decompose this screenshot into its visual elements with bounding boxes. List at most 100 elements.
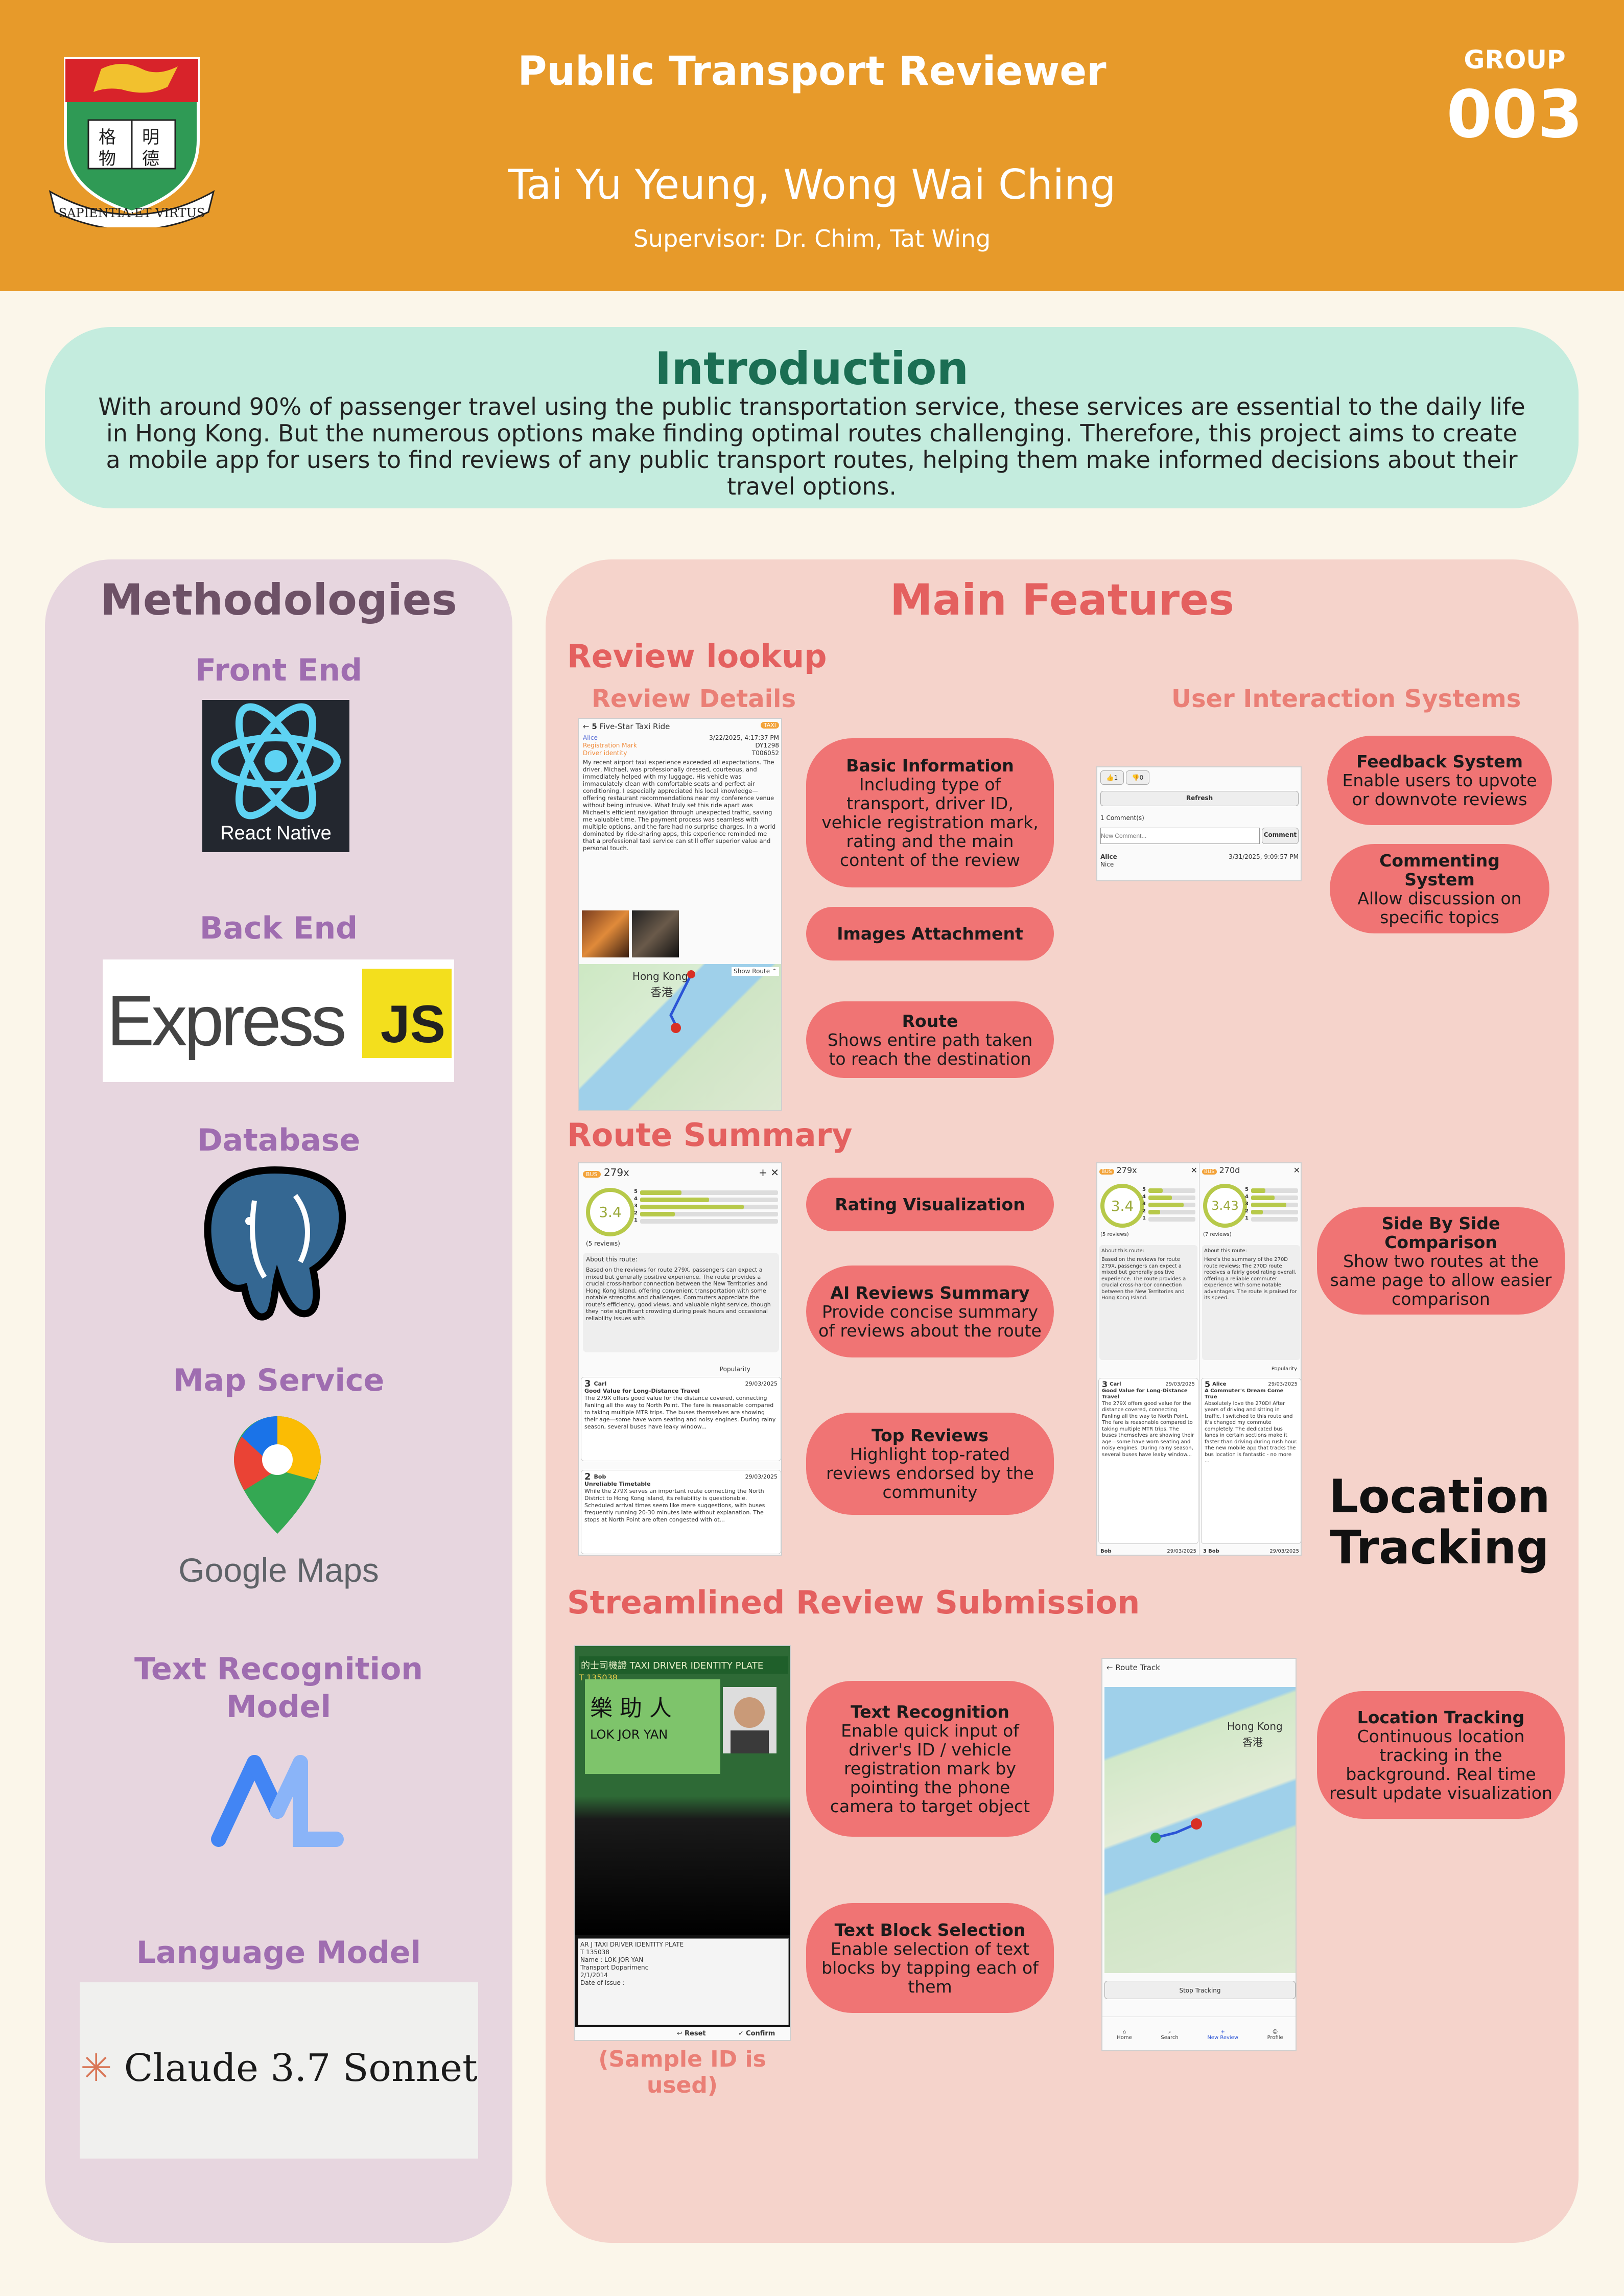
confirm-button[interactable]: ✓ Confirm: [738, 2030, 775, 2037]
sort-selector[interactable]: Popularity: [1271, 1366, 1297, 1372]
reg-label: Registration Mark: [583, 742, 637, 749]
rating-bar-5: 5: [634, 1189, 778, 1195]
location-tracking-heading-line2: Tracking: [1330, 1521, 1549, 1575]
ocr-line[interactable]: T 135038: [580, 1949, 609, 1956]
thumbs-down-icon: 👎: [1132, 774, 1140, 781]
text-recognition-label-line2: Model: [226, 1689, 332, 1725]
rating-bar-label: 4: [634, 1196, 638, 1202]
rating-bar-fill: [640, 1205, 744, 1209]
introduction-text: With around 90% of passenger travel usin…: [98, 393, 1525, 500]
review-card[interactable]: 5 Alice 29/03/2025 A Commuter's Dream Co…: [1201, 1378, 1301, 1544]
camera-view: 的士司機證 TAXI DRIVER IDENTITY PLATE T 13503…: [575, 1646, 790, 1935]
map-service-label: Map Service: [173, 1363, 385, 1398]
review-text: While the 279X serves an important route…: [584, 1488, 765, 1523]
rating-bar-1: 1: [1245, 1215, 1298, 1222]
about-route-text: Based on the reviews for route 279X, pas…: [1101, 1257, 1186, 1301]
rating-bar-label: 5: [1142, 1187, 1146, 1192]
review-detail-screenshot: ← 5 Five-Star Taxi Ride TAXI Alice 3/22/…: [578, 718, 782, 1111]
rating-visualization-pill: Rating Visualization: [806, 1178, 1054, 1231]
text-block-selection-text: Enable selection of text blocks by tappi…: [821, 1938, 1039, 1997]
interaction-screenshot: 👍1 👎0 Refresh 1 Comment(s) Comment Alice…: [1096, 766, 1302, 881]
map-label-zh: 香港: [1242, 1736, 1263, 1748]
show-route-toggle[interactable]: Show Route: [734, 968, 770, 975]
review-card[interactable]: 3 Carl 29/03/2025 Good Value for Long-Di…: [1098, 1378, 1198, 1544]
rating-bar-label: 1: [634, 1217, 638, 1223]
rating-bar-label: 4: [1142, 1194, 1146, 1200]
rating-gauge: 3.43: [1203, 1184, 1247, 1228]
review-score: 3: [1102, 1379, 1108, 1389]
ocr-line[interactable]: Name : LOK JOR YAN: [580, 1956, 644, 1963]
rating-bar-fill: [1251, 1210, 1263, 1214]
route-map[interactable]: Show Route ⌃ Hong Kong 香港: [579, 964, 781, 1110]
user-icon: ☺: [1272, 2029, 1278, 2035]
review-date: 29/03/2025: [1268, 1381, 1298, 1387]
group-number: 003: [1446, 77, 1583, 153]
back-arrow-icon[interactable]: ←: [1107, 1663, 1113, 1672]
rating-bar-2: 2: [1142, 1208, 1195, 1214]
methodologies-title: Methodologies: [100, 575, 457, 625]
rating-bar-label: 3: [1142, 1201, 1146, 1207]
rating-bar-4: 4: [1142, 1194, 1195, 1200]
add-icon[interactable]: +: [759, 1166, 767, 1179]
text-recognition-label-line1: Text Recognition: [134, 1651, 423, 1687]
review-date: 29/03/2025: [1167, 1549, 1196, 1554]
review-user[interactable]: Alice: [583, 734, 598, 741]
reset-button[interactable]: ↩ Reset: [677, 2030, 706, 2037]
review-count: (5 reviews): [586, 1240, 620, 1247]
stop-tracking-button[interactable]: Stop Tracking: [1104, 1981, 1296, 1999]
front-end-label: Front End: [195, 652, 362, 688]
attached-image-2[interactable]: [632, 910, 679, 957]
downvote-button[interactable]: 👎0: [1126, 770, 1149, 785]
text-recognition-label: Text Recognition Model: [45, 1650, 512, 1726]
nav-search[interactable]: ⌕Search: [1161, 2029, 1179, 2041]
tracking-map[interactable]: Hong Kong 香港: [1104, 1687, 1296, 1973]
rating-bar-label: 3: [634, 1203, 638, 1209]
rating-bar-label: 5: [1245, 1187, 1249, 1192]
university-crest-icon: 格 明 物 德 SAPIENTIA·ET·VIRTUS: [49, 57, 215, 227]
nav-new-review[interactable]: +New Review: [1207, 2029, 1238, 2041]
review-date: 29/03/2025: [1269, 1549, 1299, 1554]
group-label: GROUP: [1464, 45, 1566, 75]
nav-home[interactable]: ⌂Home: [1117, 2029, 1132, 2041]
rating-bar-label: 5: [634, 1189, 638, 1194]
top-review-card-1[interactable]: 3 Carl 29/03/2025 Good Value for Long-Di…: [581, 1377, 781, 1461]
refresh-button[interactable]: Refresh: [1100, 791, 1299, 806]
attached-image-1[interactable]: [582, 910, 629, 957]
comment-button[interactable]: Comment: [1262, 828, 1299, 844]
close-icon[interactable]: ✕: [1293, 1165, 1300, 1175]
about-route-label: About this route:: [1101, 1248, 1144, 1254]
review-details-title: Review Details: [592, 685, 796, 713]
review-text: The 279X offers good value for the dista…: [584, 1395, 776, 1430]
ai-reviews-summary-pill: AI Reviews Summary Provide concise summa…: [806, 1266, 1054, 1357]
close-icon[interactable]: ✕: [1190, 1165, 1197, 1175]
bottom-nav: ⌂Home ⌕Search +New Review ☺Profile: [1102, 2017, 1296, 2050]
claude-spark-icon: ✳: [80, 2046, 112, 2090]
ocr-line[interactable]: AR J TAXI DRIVER IDENTITY PLATE: [580, 1941, 684, 1948]
ocr-result-box[interactable]: AR J TAXI DRIVER IDENTITY PLATE T 135038…: [578, 1938, 789, 2025]
driver-label: Driver identity: [583, 749, 627, 757]
review-date: 29/03/2025: [745, 1473, 778, 1480]
review-score: 3: [584, 1378, 591, 1389]
ocr-line[interactable]: 2/1/2014: [580, 1972, 608, 1979]
rating-bar-fill: [640, 1212, 675, 1216]
rating-bar-3: 3: [1142, 1201, 1195, 1207]
nav-profile[interactable]: ☺Profile: [1267, 2029, 1283, 2041]
upvote-button[interactable]: 👍1: [1100, 770, 1124, 785]
about-route-label: About this route:: [586, 1256, 638, 1263]
ocr-line[interactable]: Transport Doparimenc: [580, 1964, 649, 1971]
close-icon[interactable]: ✕: [770, 1166, 779, 1179]
about-route-text: Based on the reviews for route 279X, pas…: [586, 1267, 771, 1322]
review-user: Carl: [1110, 1381, 1121, 1387]
top-review-card-2[interactable]: 2 Bob 29/03/2025 Unreliable Timetable Wh…: [581, 1470, 781, 1554]
ocr-line[interactable]: Date of Issue :: [580, 1979, 625, 1986]
route-number: 270d: [1219, 1165, 1240, 1175]
route-pill: Route Shows entire path taken to reach t…: [806, 1001, 1054, 1078]
sort-selector[interactable]: Popularity: [719, 1366, 750, 1373]
new-comment-input[interactable]: [1100, 828, 1260, 844]
react-atom-icon: [211, 703, 341, 819]
location-tracking-text: Continuous location tracking in the back…: [1329, 1726, 1552, 1803]
back-arrow-icon[interactable]: ←: [583, 722, 590, 731]
